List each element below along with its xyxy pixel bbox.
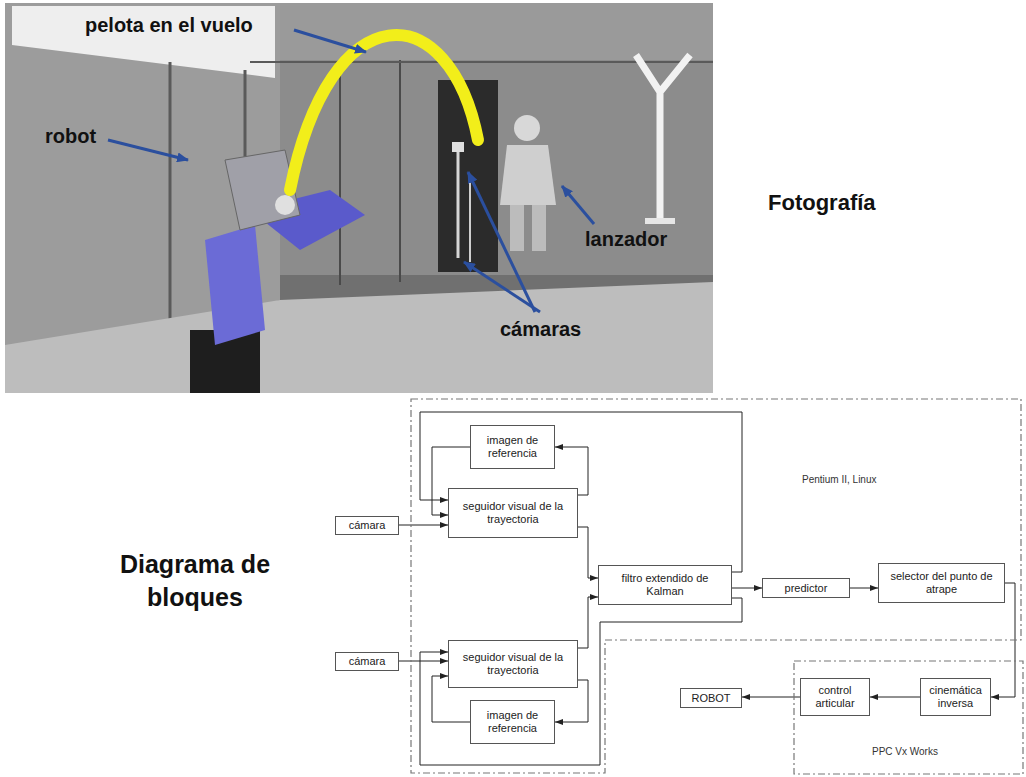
process-box: filtro extendido de Kalman — [598, 565, 732, 605]
process-box: seguidor visual de la trayectoria — [448, 640, 578, 688]
box-label: cámara — [349, 655, 386, 668]
leader-arrow — [108, 140, 188, 160]
dashed-outline — [411, 399, 1021, 773]
thrower-leg — [510, 205, 524, 251]
ceiling — [250, 3, 713, 63]
flow-arrow — [399, 661, 448, 662]
robot-box: ROBOT — [680, 688, 742, 708]
flow-arrow — [578, 597, 598, 648]
flow-arrow — [850, 588, 878, 589]
camera-stand — [457, 150, 460, 258]
photo-callout: robot — [45, 125, 96, 148]
box-label: seguidor visual de la trayectoria — [457, 500, 569, 525]
section-heading: Diagrama de bloques — [95, 548, 295, 613]
thrower-leg — [532, 205, 546, 251]
flow-arrow — [732, 588, 762, 589]
process-box: seguidor visual de la trayectoria — [448, 488, 578, 538]
box-label: cinemática inversa — [929, 684, 982, 709]
thrower-head — [514, 115, 540, 141]
dashed-region: PPC Vx Works control articular cinemática … — [793, 660, 1024, 775]
box-label: imagen de referencia — [479, 434, 546, 459]
robot-arm — [205, 225, 265, 345]
region-label: Pentium II, Linux — [800, 474, 878, 486]
camera-stand — [469, 175, 471, 262]
box-label: imagen de referencia — [479, 709, 546, 734]
flow-arrow — [399, 525, 448, 526]
box-label: predictor — [785, 582, 828, 595]
process-box: predictor — [762, 578, 850, 598]
process-box: imagen de referencia — [470, 425, 555, 469]
leader-arrow — [468, 172, 535, 312]
glass-frame — [399, 60, 401, 282]
thrower-body — [500, 145, 556, 205]
leader-arrow — [562, 186, 594, 224]
camera-body — [452, 142, 464, 152]
flow-arrow — [578, 527, 598, 578]
flow-arrow — [420, 412, 742, 572]
process-box: cinemática inversa — [920, 678, 991, 716]
box-label: seguidor visual de la trayectoria — [457, 651, 569, 676]
box-label: filtro extendido de Kalman — [607, 572, 723, 597]
flow-arrow — [870, 697, 920, 698]
white-screen — [12, 6, 275, 78]
y-stand — [636, 55, 690, 222]
camera-box: cámara — [335, 516, 399, 535]
photo-callout: pelota en el vuelo — [85, 14, 253, 37]
region-label: PPC Vx Works — [870, 746, 940, 758]
box-label: selector del punto de atrape — [887, 570, 996, 595]
floor — [5, 282, 713, 393]
photo-ground — [5, 3, 713, 393]
dashed-outline — [794, 661, 1023, 774]
photo-callout: cámaras — [500, 318, 581, 341]
flow-arrow — [420, 598, 742, 765]
photo-callout: lanzador — [585, 228, 667, 251]
process-box: control articular — [800, 678, 870, 716]
ball-trajectory — [290, 35, 478, 190]
camera-box: cámara — [335, 652, 399, 671]
box-label: control articular — [809, 684, 861, 709]
wall-frame — [169, 62, 172, 340]
flow-arrow — [742, 697, 800, 698]
dashed-region: Pentium II, Linux imagen de referencia seg… — [410, 398, 1022, 774]
robot-wrist — [275, 195, 295, 215]
box-label: ROBOT — [691, 692, 730, 705]
y-stand-base — [645, 218, 675, 224]
leader-arrow — [294, 30, 366, 52]
section-heading: Fotografía — [768, 190, 876, 216]
process-box: selector del punto de atrape — [878, 563, 1005, 603]
leader-arrow — [464, 262, 540, 312]
process-box: imagen de referencia — [470, 700, 555, 744]
box-label: cámara — [349, 519, 386, 532]
glass-frame — [339, 60, 341, 285]
